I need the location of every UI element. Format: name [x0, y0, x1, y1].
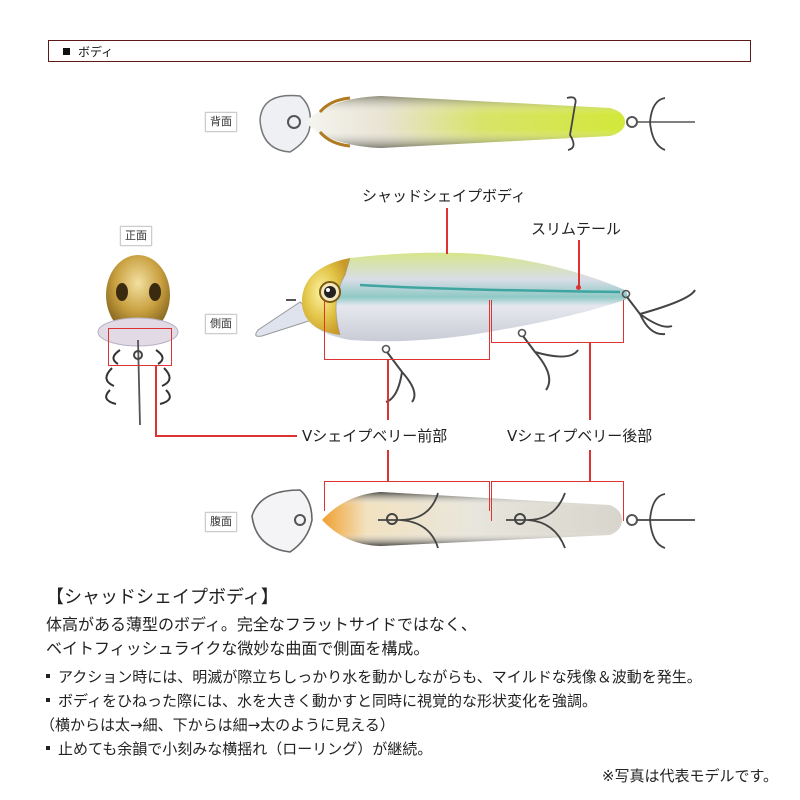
description-bullet-1: アクション時には、明滅が際立ちしっかり水を動かしながらも、マイルドな残像＆波動を…	[40, 665, 702, 689]
photo-footnote: ※写真は代表モデルです。	[601, 767, 778, 785]
annotation-v-belly-front: Vシェイプベリー前部	[302, 427, 448, 445]
bracket-v-belly-rear-side	[491, 300, 624, 343]
bracket-front-view-belly	[108, 328, 172, 366]
section-header: ボディ	[48, 40, 751, 62]
leader-line-body	[446, 208, 448, 254]
description-line-1: 体高がある薄型のボディ。完全なフラットサイドではなく、	[46, 615, 477, 634]
bracket-v-belly-front-side	[324, 300, 490, 360]
leader-line-front-down	[387, 450, 389, 482]
leader-line-front-view-horizontal	[155, 435, 297, 437]
tail-marker-dot	[576, 285, 581, 290]
view-label-belly: 腹面	[205, 512, 237, 532]
bracket-v-belly-rear-belly	[491, 481, 624, 521]
leader-line-front-view	[155, 366, 157, 436]
description-paren-note: （横からは太→細、下からは細→太のように見える）	[40, 716, 395, 734]
annotation-slim-tail: スリムテール	[531, 220, 622, 238]
annotation-v-belly-rear: Vシェイプベリー後部	[507, 427, 653, 445]
view-label-front: 正面	[120, 226, 152, 246]
leader-line-rear-up	[589, 343, 591, 420]
view-label-side: 側面	[205, 314, 237, 334]
square-bullet-icon	[63, 47, 70, 55]
description-bullet-3: 止めても余韻で小刻みな横揺れ（ローリング）が継続。	[40, 737, 432, 761]
leader-line-tail	[578, 240, 580, 288]
view-label-top: 背面	[205, 112, 237, 132]
leader-line-front-up	[387, 360, 389, 420]
bracket-v-belly-front-belly	[324, 481, 490, 511]
annotation-shad-shape-body: シャッドシェイプボディ	[362, 187, 526, 205]
description-heading: 【シャッドシェイプボディ】	[46, 587, 279, 608]
description-line-2: ベイトフィッシュライクな微妙な曲面で側面を構成。	[46, 639, 430, 658]
leader-line-rear-down	[589, 450, 591, 482]
description-bullet-2: ボディをひねった際には、水を大きく動かすと同時に視覚的な形状変化を強調。	[40, 689, 597, 713]
section-title: ボディ	[78, 44, 114, 59]
